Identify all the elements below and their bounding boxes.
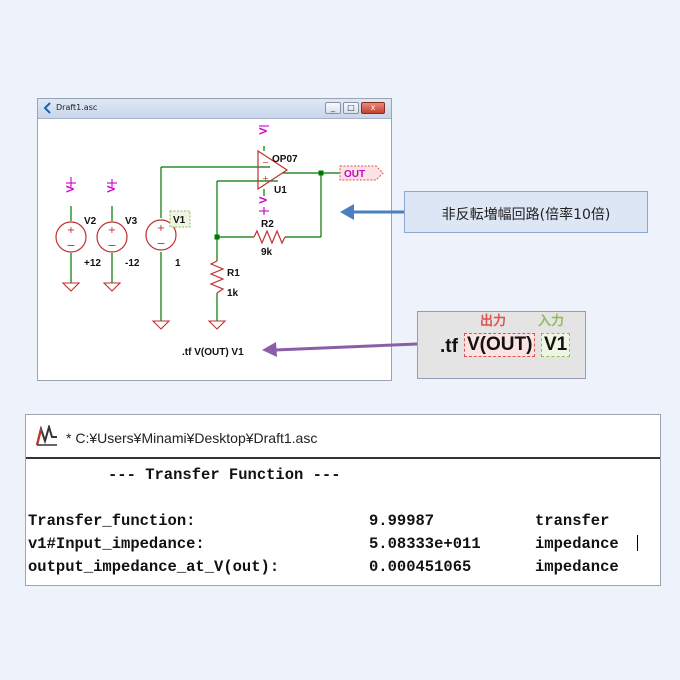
- minimize-button[interactable]: _: [325, 102, 341, 114]
- maximize-button[interactable]: □: [343, 102, 359, 114]
- r2-name: R2: [261, 219, 274, 230]
- svg-text:+: +: [262, 174, 269, 183]
- r2-resistor-symbol: [253, 229, 286, 245]
- tf-directive[interactable]: .tf V(OUT) V1: [182, 347, 244, 358]
- opamp-name: U1: [274, 185, 287, 196]
- v2-value: +12: [84, 258, 101, 269]
- v2-name: V2: [84, 216, 97, 227]
- v1-value: 1: [175, 258, 181, 269]
- svg-text:>: >: [258, 124, 268, 138]
- row-unit: transfer: [535, 512, 610, 530]
- input-label: 入力: [538, 314, 565, 329]
- blue-arrow: [340, 204, 404, 220]
- row-value: 9.99987: [369, 512, 435, 530]
- svg-text:−: −: [262, 158, 269, 167]
- r1-value: 1k: [227, 288, 239, 299]
- svg-text:V1: V1: [173, 215, 186, 226]
- out-net-label: OUT: [339, 165, 384, 181]
- svg-text:+: +: [67, 225, 75, 236]
- tf-annotation-box: 出力 入力 .tf V(OUT) V1: [417, 311, 586, 379]
- opamp-model: OP07: [272, 154, 298, 165]
- wires: [70, 146, 340, 321]
- schematic-titlebar: Draft1.asc _ □ x: [38, 99, 391, 119]
- v3-name: V3: [125, 216, 138, 227]
- ltspice-app-icon: [43, 102, 51, 114]
- r1-resistor-symbol: [209, 260, 225, 294]
- r1-name: R1: [227, 268, 240, 279]
- svg-text:>: >: [106, 182, 116, 196]
- v1-source-symbol: + −: [145, 219, 177, 251]
- r2-value: 9k: [261, 247, 273, 258]
- svg-text:−: −: [107, 239, 116, 252]
- svg-text:+: +: [108, 225, 116, 236]
- v2-source-symbol: + −: [55, 221, 87, 253]
- opamp-symbol: − +: [257, 149, 289, 191]
- text-caret: [637, 535, 638, 551]
- svg-text:OUT: OUT: [344, 169, 365, 180]
- tf-heading: --- Transfer Function ---: [108, 466, 341, 484]
- row-name: output_impedance_at_V(out):: [28, 558, 280, 576]
- row-value: 0.000451065: [369, 558, 472, 576]
- svg-text:>: >: [258, 193, 268, 207]
- svg-text:−: −: [156, 237, 165, 250]
- circuit-description-callout: 非反転増幅回路(倍率10倍): [404, 191, 648, 233]
- svg-text:>: >: [65, 182, 75, 196]
- row-unit: impedance: [535, 558, 619, 576]
- tf-input-expr: V1: [541, 333, 571, 357]
- v3-source-symbol: + −: [96, 221, 128, 253]
- row-unit: impedance: [535, 535, 619, 553]
- junction-dot: [318, 170, 324, 176]
- ltspice-logo-icon: [35, 425, 57, 446]
- schematic-canvas[interactable]: + − + − + − > > > >: [44, 121, 385, 375]
- v1-net-label: V1: [169, 210, 191, 228]
- supply-flag-marks: [66, 125, 269, 215]
- svg-text:+: +: [157, 223, 165, 234]
- output-label: 出力: [480, 314, 507, 329]
- spice-output-window: * C:¥Users¥Minami¥Desktop¥Draft1.asc: [25, 414, 661, 586]
- row-value: 5.08333e+011: [369, 535, 481, 553]
- v3-value: -12: [125, 258, 140, 269]
- tf-output-expr: V(OUT): [464, 333, 536, 357]
- schematic-window: Draft1.asc _ □ x: [37, 98, 392, 381]
- output-titlebar: * C:¥Users¥Minami¥Desktop¥Draft1.asc: [26, 415, 660, 459]
- junction-dot: [214, 234, 220, 240]
- row-name: v1#Input_impedance:: [28, 535, 205, 553]
- schematic-drawing[interactable]: + − + − + − > > > >: [44, 121, 385, 375]
- close-button[interactable]: x: [361, 102, 385, 114]
- schematic-title: Draft1.asc: [56, 103, 98, 112]
- purple-arrow: [262, 342, 418, 357]
- tf-cmd: .tf: [440, 336, 458, 357]
- row-name: Transfer_function:: [28, 512, 196, 530]
- callout-text: 非反転増幅回路(倍率10倍): [441, 207, 611, 223]
- ground-symbols: [61, 282, 227, 330]
- output-file-path: * C:¥Users¥Minami¥Desktop¥Draft1.asc: [66, 430, 318, 446]
- supply-flags: > > > >: [65, 124, 268, 207]
- svg-text:−: −: [66, 239, 75, 252]
